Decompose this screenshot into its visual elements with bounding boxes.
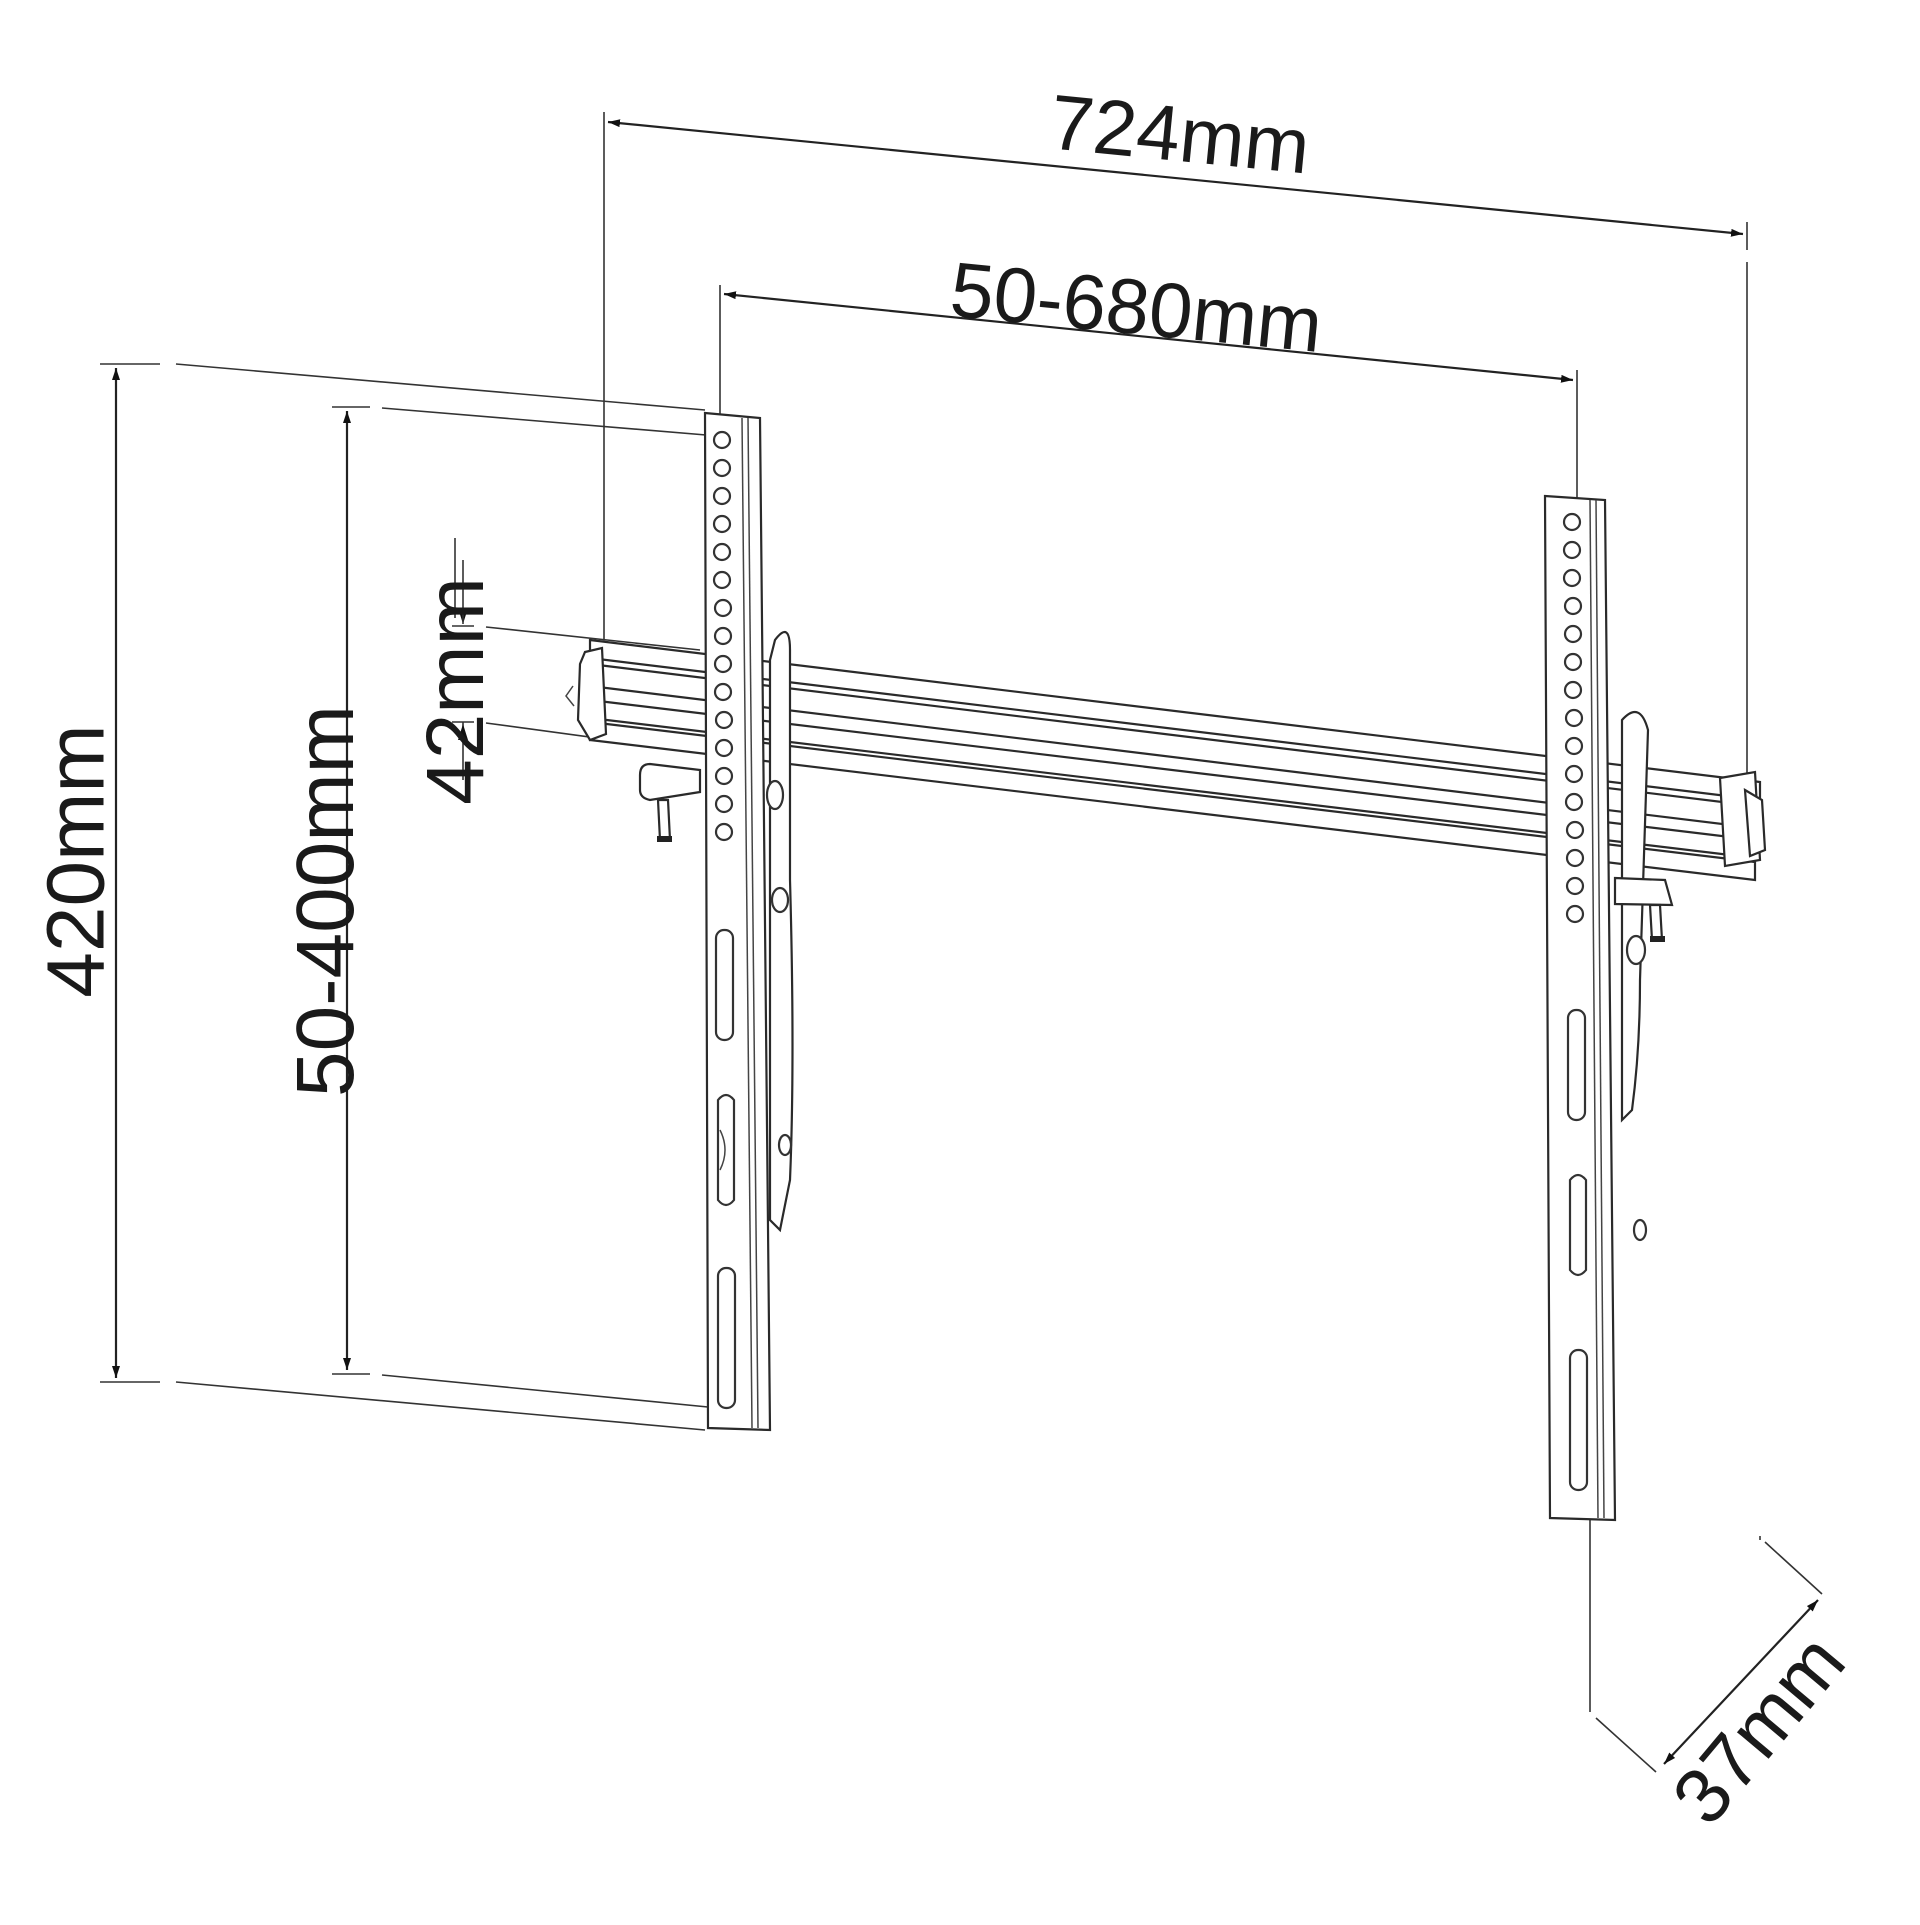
label-42mm: 42mm <box>409 577 501 805</box>
left-vertical-arm <box>638 411 794 1432</box>
left-arm-slots <box>714 928 737 1410</box>
dimension-50-680mm <box>719 285 1578 510</box>
dimension-724mm <box>603 112 1748 790</box>
left-arm-mounting-holes <box>712 430 734 842</box>
label-420mm: 420mm <box>30 724 122 998</box>
dimension-420mm <box>100 363 706 1431</box>
right-arm-mounting-holes <box>1562 512 1585 924</box>
dimension-37mm <box>1589 1520 1823 1773</box>
dimension-50-400mm <box>332 406 719 1409</box>
label-50-400mm: 50-400mm <box>279 705 371 1097</box>
right-vertical-arm <box>1543 494 1674 1522</box>
wall-rails <box>565 638 1767 882</box>
right-arm-slots <box>1566 1008 1589 1492</box>
